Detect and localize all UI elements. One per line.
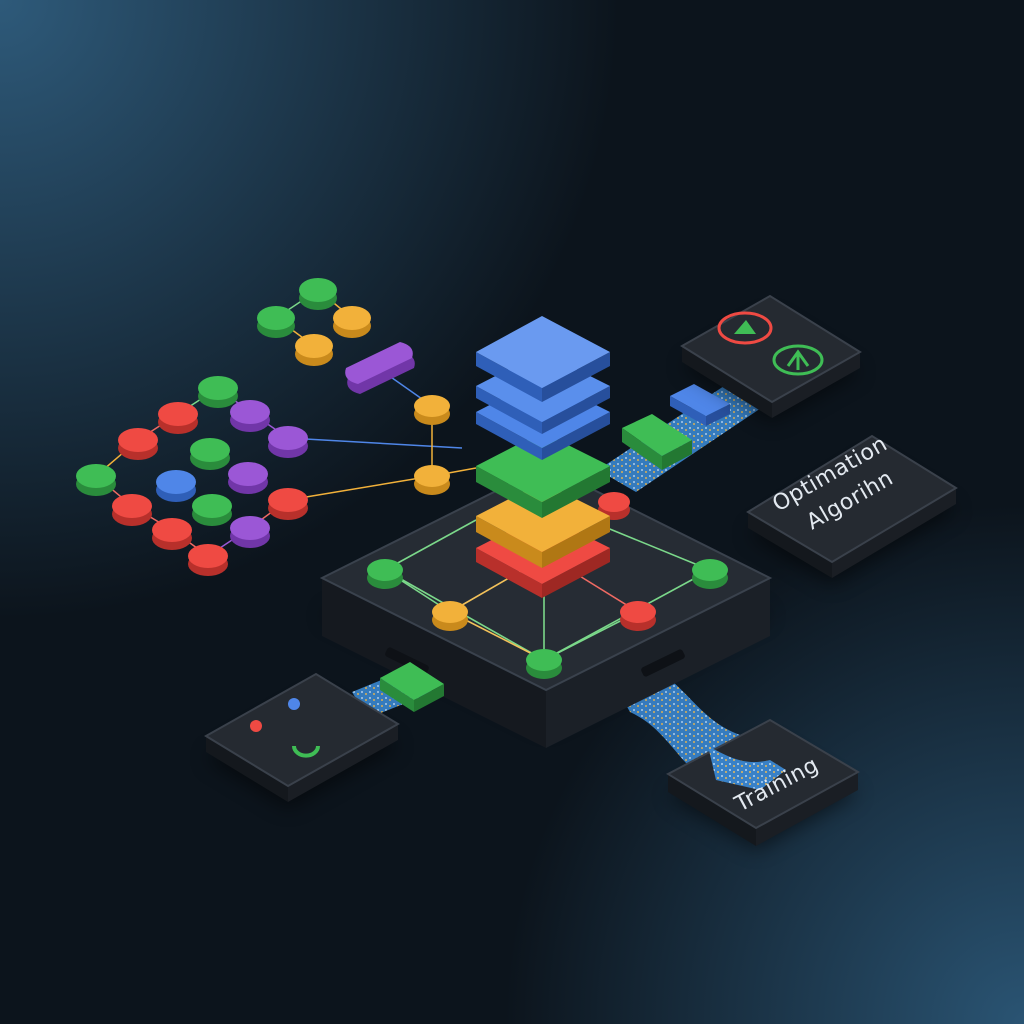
ribbon-block-green-bottom	[380, 662, 444, 712]
platform-node-yellow	[432, 601, 468, 631]
node-red-5	[152, 518, 192, 550]
node-red-6	[188, 544, 228, 576]
dot-blue-icon	[288, 698, 300, 710]
platform-node-green-right	[692, 559, 728, 589]
node-green-4	[192, 494, 232, 526]
platform-node-green-bottom	[526, 649, 562, 679]
node-green-3	[190, 438, 230, 470]
node-purple-2	[268, 426, 308, 458]
layer-blue-top	[476, 316, 610, 402]
dot-red-icon	[250, 720, 262, 732]
central-layer-stack	[476, 316, 610, 598]
ribbon-block-blue	[670, 384, 730, 426]
node-green-1	[76, 464, 116, 496]
node-yellow-1	[414, 395, 450, 425]
node-yellow-top-2	[295, 334, 333, 366]
platform-nodes	[367, 492, 728, 679]
node-red-2	[158, 402, 198, 434]
node-purple-1	[230, 400, 270, 432]
input-card	[204, 672, 400, 808]
node-yellow-2	[414, 465, 450, 495]
node-red-3	[268, 488, 308, 520]
main-platform	[319, 464, 773, 748]
node-purple-3	[228, 462, 268, 494]
status-card	[680, 294, 862, 422]
layer-green	[476, 432, 610, 518]
node-blue-1	[156, 470, 196, 502]
training-card: Training	[665, 718, 861, 850]
triangle-alert-icon	[717, 311, 773, 345]
platform-node-green-left	[367, 559, 403, 589]
top-small-graph	[257, 278, 415, 394]
node-red-1	[118, 428, 158, 460]
purple-pill-block	[345, 342, 415, 394]
node-green-top-1	[299, 278, 337, 310]
ribbon-block-green	[622, 414, 692, 470]
platform-side-left	[322, 578, 546, 748]
arrow-up-icon	[772, 344, 824, 376]
node-purple-4	[230, 516, 270, 548]
node-green-2	[198, 376, 238, 408]
left-network-nodes	[76, 376, 450, 576]
node-red-4	[112, 494, 152, 526]
node-green-top-2	[257, 306, 295, 338]
node-yellow-top-1	[333, 306, 371, 338]
arc-green-icon	[292, 745, 320, 758]
platform-node-red	[620, 601, 656, 631]
